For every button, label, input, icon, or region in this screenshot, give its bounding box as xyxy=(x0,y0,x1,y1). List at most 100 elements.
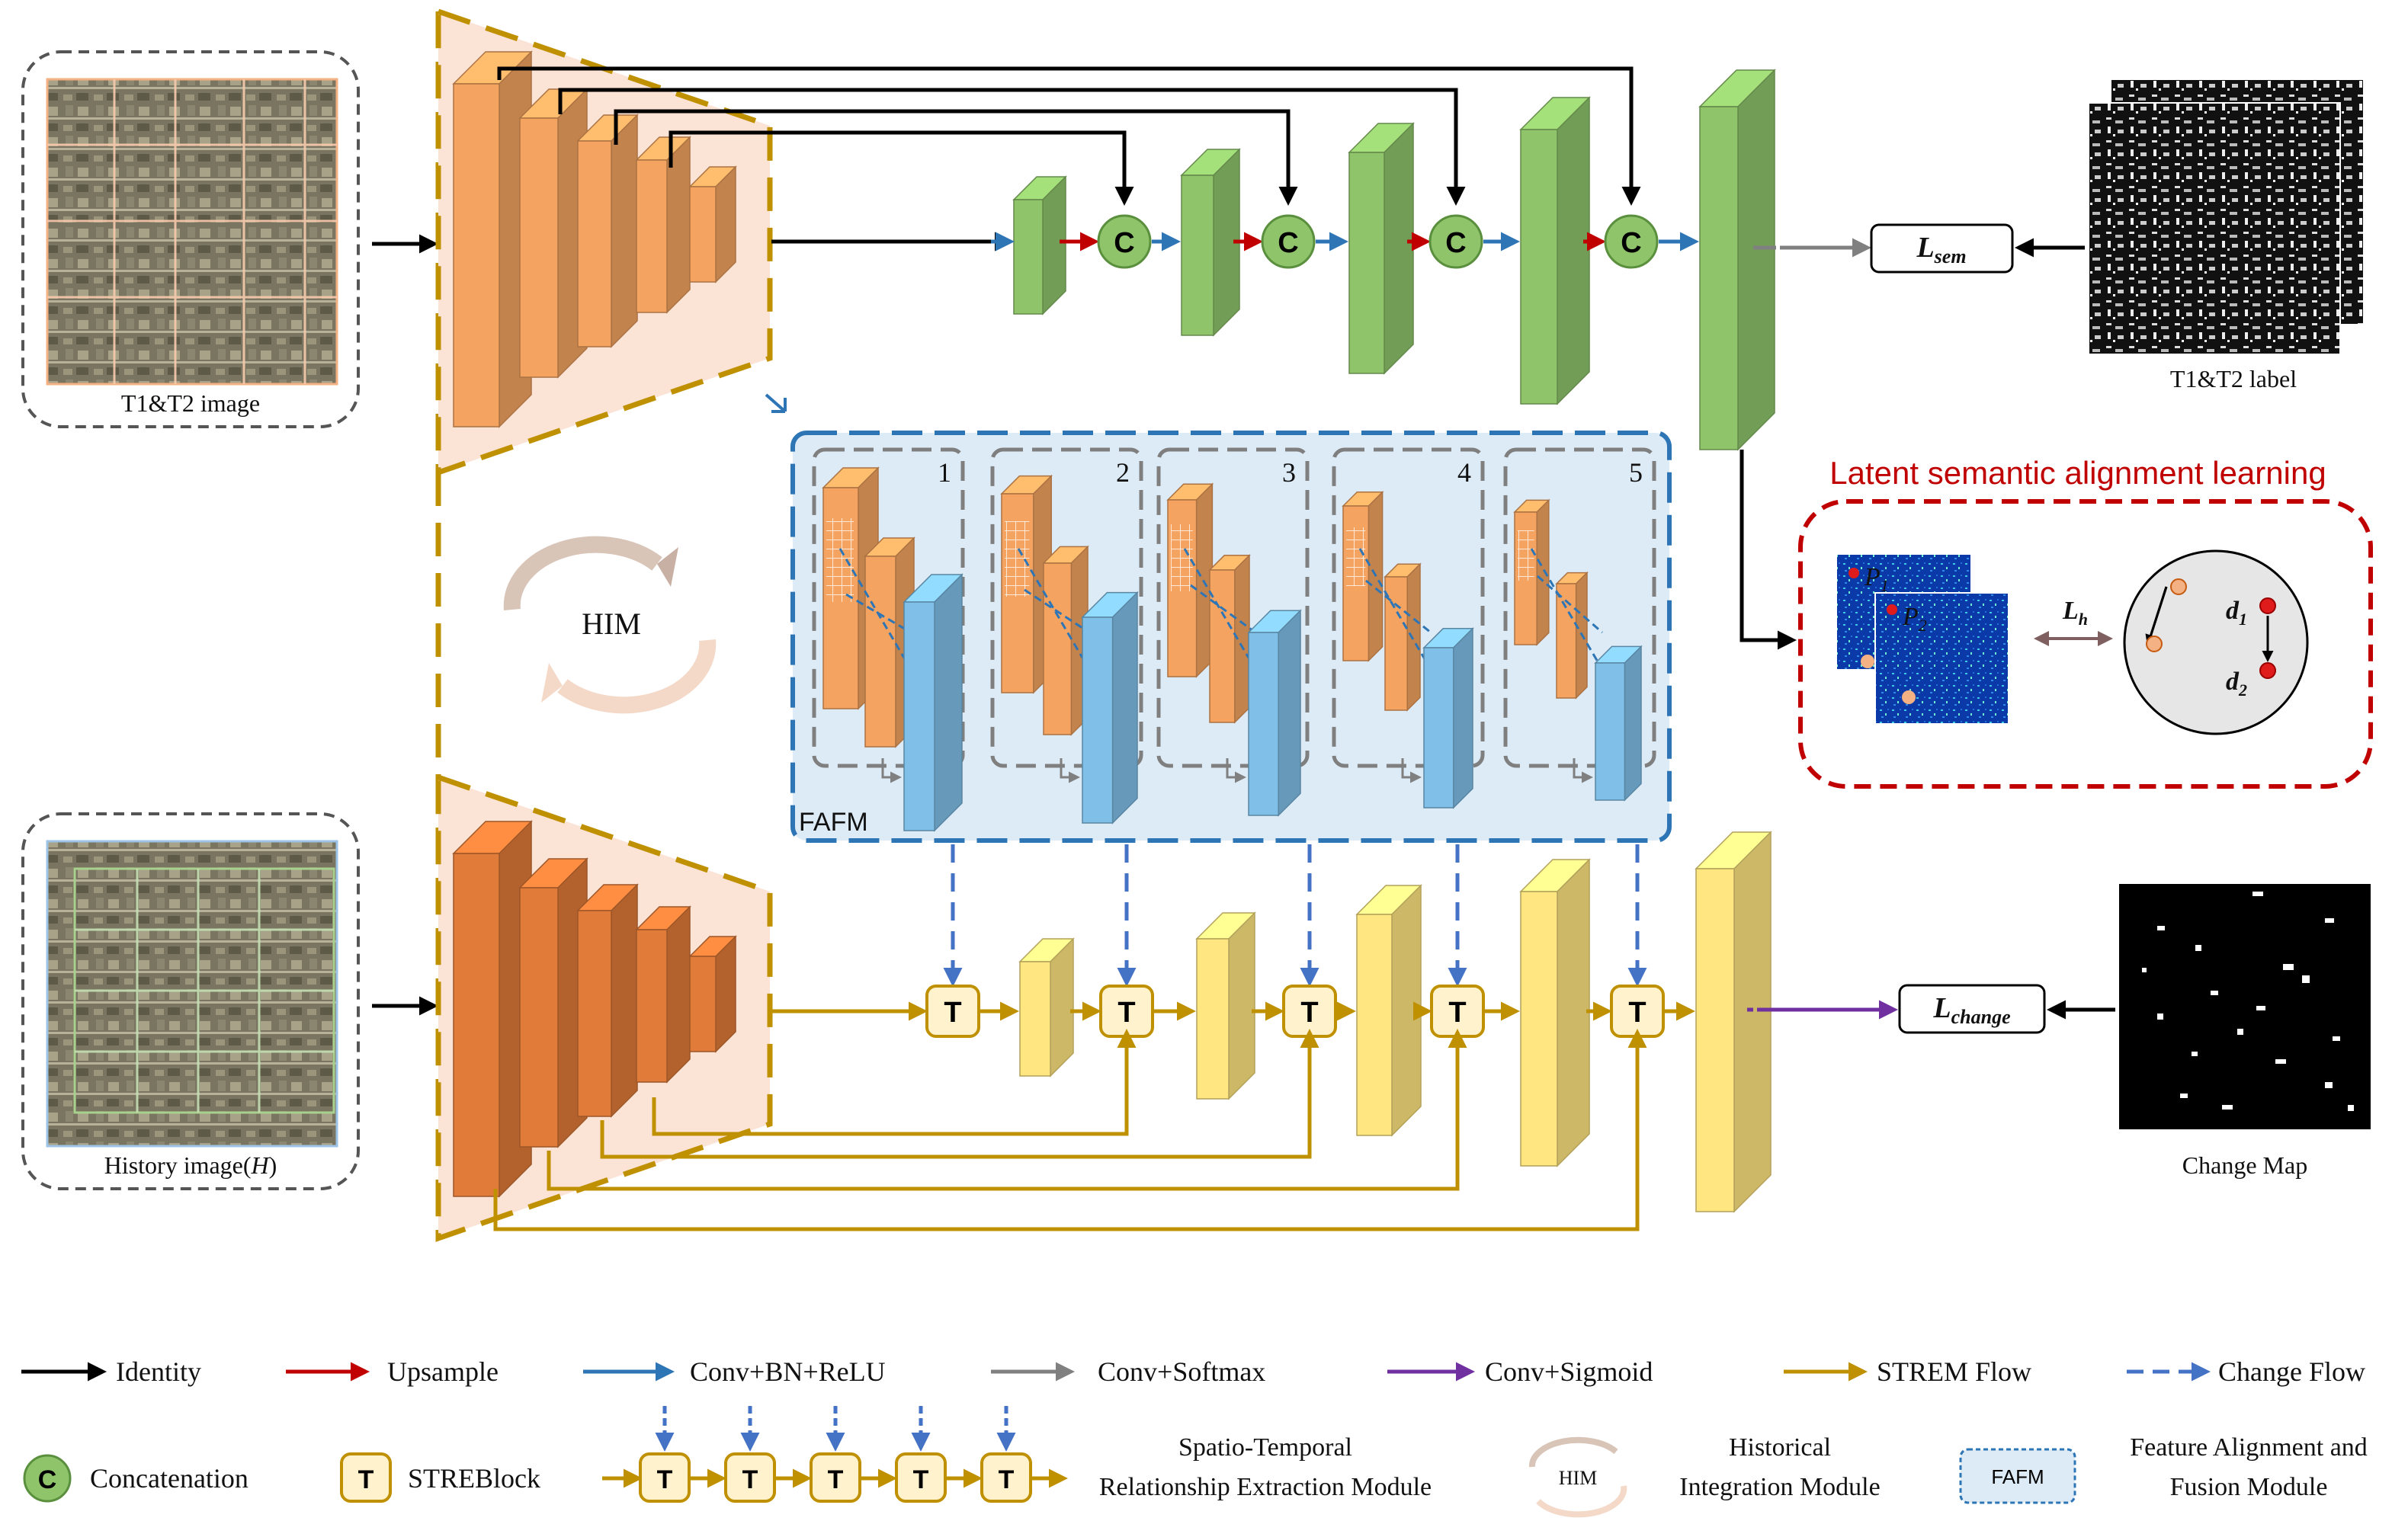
t1t2-encoder-block-4 xyxy=(635,136,691,314)
concat-symbol-1: C xyxy=(1114,227,1134,259)
legend-change-flow: Change Flow xyxy=(2218,1356,2365,1387)
concat-node-3: C xyxy=(1428,214,1483,269)
change-decoder-block-1 xyxy=(1018,937,1075,1078)
fafm-panel-number-2: 2 xyxy=(1116,457,1130,488)
fafm-feature-t2-4 xyxy=(1384,562,1422,712)
fafm-offset-arrow-3 xyxy=(1183,548,1253,664)
change-map-output: Change Map xyxy=(2119,884,2371,1179)
streblock-node-1: T xyxy=(925,985,980,1038)
legend-conv-sigmoid: Conv+Sigmoid xyxy=(1485,1356,1653,1387)
fafm-output-2 xyxy=(1081,591,1139,825)
semantic-decoder-block-3 xyxy=(1348,122,1415,375)
change-loss: Lchange xyxy=(1757,984,2115,1034)
streblock-node-4: T xyxy=(1430,985,1485,1038)
legend-concat-symbol: C xyxy=(38,1465,57,1494)
fafm-grid-1 xyxy=(826,518,854,602)
svg-text:T: T xyxy=(828,1465,844,1494)
semantic-decoder-block-4 xyxy=(1519,96,1591,405)
legend-conv-bn-relu: Conv+BN+ReLU xyxy=(690,1356,886,1387)
history-image-caption: History image(H) xyxy=(104,1151,277,1179)
fafm-feature-t2-5 xyxy=(1555,571,1589,700)
semantic-decoder-block-2 xyxy=(1180,148,1241,337)
t1t2-image-caption: T1&T2 image xyxy=(121,389,260,417)
legend: Identity Upsample Conv+BN+ReLU Conv+Soft… xyxy=(21,1356,2368,1518)
concat-symbol-2: C xyxy=(1278,227,1298,259)
legend-fafm-box: FAFM xyxy=(1991,1465,2044,1488)
fafm-output-1 xyxy=(903,573,964,832)
fafm-conv-arrow-4 xyxy=(1401,758,1422,783)
change-decoder-block-4 xyxy=(1519,858,1591,1167)
svg-text:P1: P1 xyxy=(1864,563,1889,595)
legend-strem-flow: STREM Flow xyxy=(1877,1356,2031,1387)
streblock-symbol-1: T xyxy=(944,997,961,1029)
fafm-output-5 xyxy=(1594,645,1643,802)
history-encoder-block-3 xyxy=(576,883,639,1118)
fafm-offset-arrow-1 xyxy=(838,548,909,664)
t1t2-label-output: T1&T2 label xyxy=(2088,80,2363,392)
t1t2-encoder-block-2 xyxy=(518,88,588,379)
history-encoder-blocks xyxy=(452,820,737,1198)
fafm-grid-4 xyxy=(1346,527,1366,586)
fafm-zoom-arrow xyxy=(765,393,787,413)
legend-streblock: STREBlock xyxy=(408,1463,540,1494)
svg-text:T: T xyxy=(657,1465,673,1494)
him-cycle: HIM xyxy=(503,536,717,714)
streblock-symbol-3: T xyxy=(1300,997,1318,1029)
semantic-decoder-block-5 xyxy=(1698,69,1776,451)
legend-strem-block-2: T xyxy=(724,1452,776,1503)
svg-text:T: T xyxy=(913,1465,929,1494)
legend-strem-block-3: T xyxy=(810,1452,861,1503)
history-encoder-block-5 xyxy=(688,935,737,1053)
t1t2-input-group: T1&T2 image xyxy=(21,50,360,428)
concat-node-2: C xyxy=(1261,214,1316,269)
svg-text:Lsem: Lsem xyxy=(1916,232,1966,267)
legend-fafm-line2: Fusion Module xyxy=(2170,1473,2328,1501)
him-label: HIM xyxy=(582,607,641,641)
fafm-conv-arrow-3 xyxy=(1226,758,1246,783)
latent-alignment-module: Latent semantic alignment learning P1 P2… xyxy=(1739,450,2373,789)
legend-strem-line2: Relationship Extraction Module xyxy=(1099,1473,1432,1501)
fafm-conv-arrow-1 xyxy=(881,758,902,783)
svg-text:Lh: Lh xyxy=(2062,597,2088,629)
svg-text:d1: d1 xyxy=(2226,597,2247,629)
concat-node-4: C xyxy=(1604,214,1659,269)
fafm-grid-5 xyxy=(1518,530,1534,581)
fafm-output-3 xyxy=(1247,609,1302,817)
legend-him-line2: Integration Module xyxy=(1679,1473,1880,1501)
legend-him-symbol: HIM xyxy=(1559,1467,1598,1489)
t1t2-image-front xyxy=(46,78,338,386)
fafm-output-4 xyxy=(1422,626,1474,809)
streblock-node-3: T xyxy=(1282,985,1337,1038)
t1t2-label-caption: T1&T2 label xyxy=(2170,365,2297,392)
legend-him-line1: Historical xyxy=(1729,1433,1831,1462)
streblock-node-5: T xyxy=(1610,985,1665,1038)
concat-node-1: C xyxy=(1097,214,1152,269)
fafm-panel-4: 4 xyxy=(1332,447,1485,809)
concat-symbol-4: C xyxy=(1621,227,1641,259)
streblock-symbol-4: T xyxy=(1448,997,1466,1029)
streblock-symbol-2: T xyxy=(1117,997,1135,1029)
fafm-panel-number-1: 1 xyxy=(938,457,951,488)
fafm-offset-arrow-4 xyxy=(1358,548,1428,664)
legend-fafm-line1: Feature Alignment and xyxy=(2130,1433,2368,1462)
change-map-caption: Change Map xyxy=(2182,1151,2307,1179)
svg-text:Lchange: Lchange xyxy=(1932,992,2010,1028)
change-decoder-block-3 xyxy=(1355,884,1422,1137)
semantic-to-alignment-arrow xyxy=(1739,450,1797,650)
legend-conv-softmax: Conv+Softmax xyxy=(1098,1356,1265,1387)
t1t2-encoder-blocks xyxy=(452,50,737,428)
fafm-grid-3 xyxy=(1171,524,1193,591)
fafm-conv-arrow-5 xyxy=(1573,758,1593,783)
fafm-panel-number-3: 3 xyxy=(1282,457,1296,488)
history-encoder-block-4 xyxy=(635,905,691,1084)
legend-identity: Identity xyxy=(116,1356,201,1387)
latent-alignment-title: Latent semantic alignment learning xyxy=(1829,455,2326,491)
fafm-label: FAFM xyxy=(799,808,868,837)
svg-text:T: T xyxy=(999,1465,1015,1494)
bottom-skip-connections xyxy=(493,1029,1647,1231)
sem-loss: Lsem xyxy=(1780,223,2085,274)
fafm-offset-arrow-5 xyxy=(1530,548,1600,664)
legend-streblock-symbol: T xyxy=(358,1465,374,1494)
